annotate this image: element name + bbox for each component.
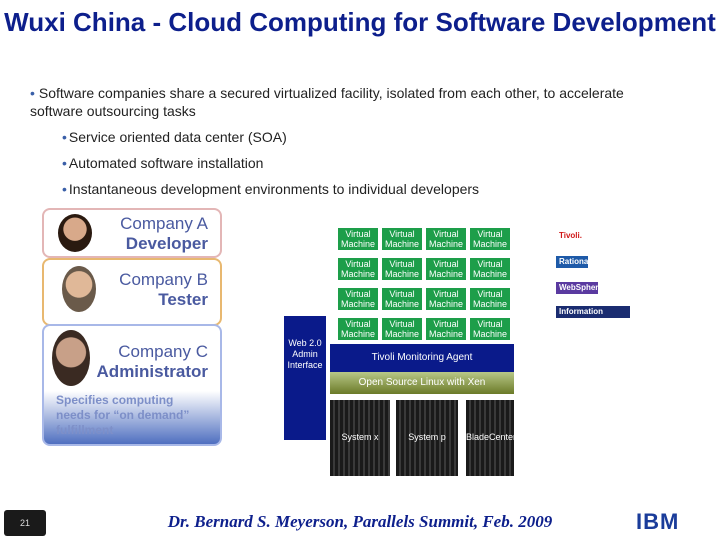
company-a-name: Company A [120,214,208,233]
tivoli-monitoring-bar: Tivoli Monitoring Agent [330,344,514,372]
main-bullet-text: Software companies share a secured virtu… [30,85,624,119]
vm-line2: Machine [340,299,376,309]
system-p-server: System p [396,400,458,480]
vm-line1: Virtual [433,289,459,299]
on-demand-note: Specifies computing needs for “on demand… [56,393,190,437]
bullet-dot: • [62,129,67,145]
tester-photo [62,266,96,312]
sub-bullet-text: Automated software installation [68,155,264,171]
vm-line1: Virtual [477,289,503,299]
bladecenter-label: BladeCenter [466,432,517,442]
company-c-role: Administrator [96,362,208,381]
sub-bullet-text: Service oriented data center (SOA) [68,129,287,145]
vm-line2: Machine [340,269,376,279]
page-number: 21 [4,510,46,536]
system-x-server: System x [330,400,390,480]
sub-bullet-2: •Automated software installation [62,154,263,172]
vm-line2: Machine [384,269,420,279]
vm-line1: Virtual [477,319,503,329]
vm-line1: Virtual [345,229,371,239]
company-b-name: Company B [119,270,208,289]
sub-bullet-1: •Service oriented data center (SOA) [62,128,287,146]
vm-line2: Machine [384,239,420,249]
vm-line2: Machine [472,269,508,279]
vm-line2: Machine [472,299,508,309]
vm-line1: Virtual [477,259,503,269]
sub-bullet-3: •Instantaneous development environments … [62,180,479,198]
vm-line1: Virtual [433,259,459,269]
vm-line2: Machine [384,329,420,339]
vm-line1: Virtual [345,289,371,299]
vm-line1: Virtual [345,319,371,329]
citation: Dr. Bernard S. Meyerson, Parallels Summi… [167,512,553,531]
developer-photo [58,214,92,252]
rational-logo: Rational [556,256,591,268]
linux-xen-bar: Open Source Linux with Xen [330,372,514,394]
slide-title: Wuxi China - Cloud Computing for Softwar… [4,7,716,37]
vm-line2: Machine [472,329,508,339]
sub-bullet-text: Instantaneous development environments t… [68,181,480,197]
bullet-dot: • [62,155,67,171]
system-p-label: System p [408,432,446,442]
administrator-photo [52,330,90,386]
company-b-label: Company B Tester [96,270,208,310]
vm-line2: Machine [428,299,464,309]
vm-line2: Machine [428,239,464,249]
websphere-logo: WebSphere [556,282,603,294]
company-c-label: Company C Administrator [90,342,208,382]
vm-line1: Virtual [477,229,503,239]
web-admin-interface: Web 2.0 Admin Interface [284,316,326,440]
tivoli-logo: Tivoli. [556,230,582,242]
vm-line1: Virtual [433,319,459,329]
company-a-role: Developer [125,234,208,253]
vm-line2: Machine [340,329,376,339]
system-x-label: System x [341,432,379,442]
vm-line1: Virtual [389,319,415,329]
vm-line1: Virtual [433,229,459,239]
ibm-logo: IBM [636,511,692,533]
vm-line2: Machine [472,239,508,249]
bullet-dot: • [62,181,67,197]
company-c-name: Company C [118,342,208,361]
company-a-label: Company A Developer [96,214,208,254]
bullet-dot: • [30,85,35,101]
vm-line2: Machine [428,269,464,279]
vm-line2: Machine [340,239,376,249]
vm-line1: Virtual [389,289,415,299]
vm-line2: Machine [384,299,420,309]
company-b-role: Tester [158,290,208,309]
vm-line2: Machine [428,329,464,339]
vm-line1: Virtual [345,259,371,269]
bladecenter-server: BladeCenter [466,400,517,480]
slide-footer [0,476,720,540]
vm-line1: Virtual [389,259,415,269]
vm-line1: Virtual [389,229,415,239]
information-management-logo: Information Management. [556,306,630,328]
main-bullet: •Software companies share a secured virt… [30,84,670,120]
